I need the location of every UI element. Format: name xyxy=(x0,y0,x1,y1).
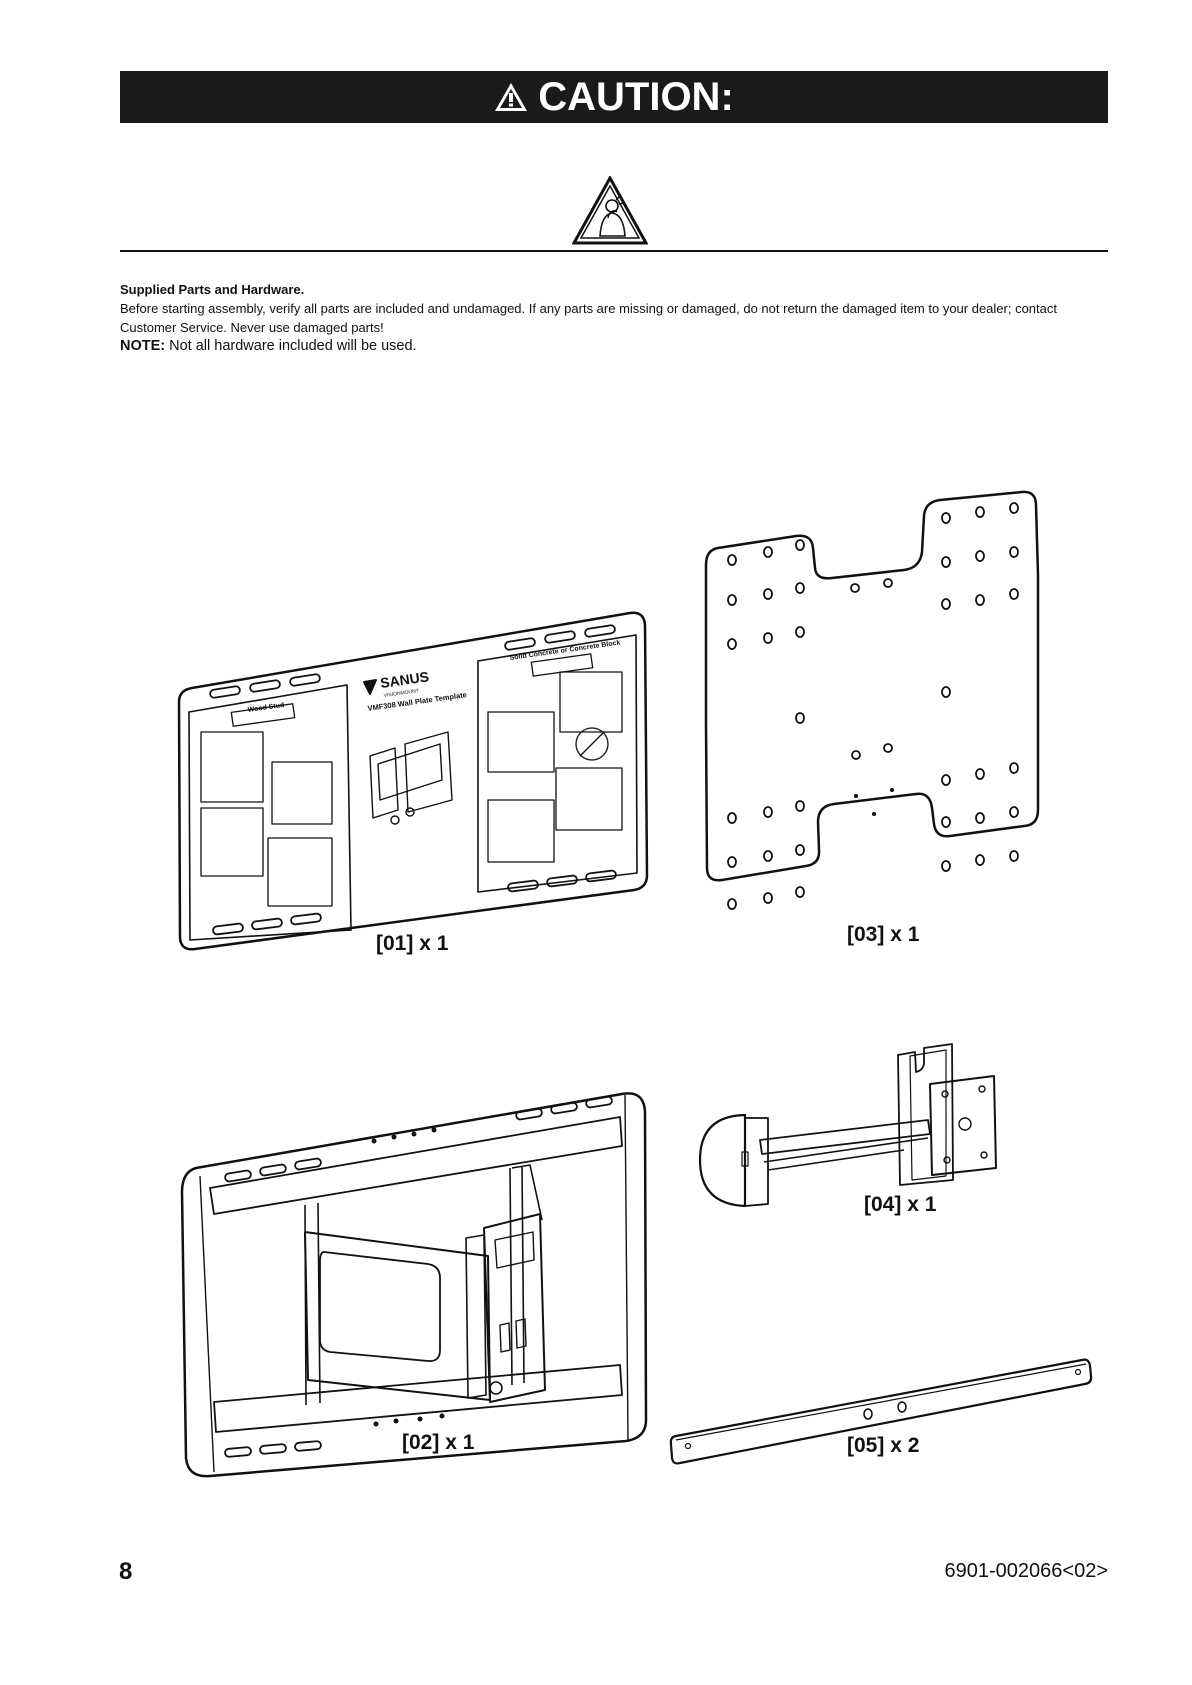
part-05-bar-drawing xyxy=(669,1358,1093,1465)
part-label-01: [01] x 1 xyxy=(376,932,448,956)
intro-body: Before starting assembly, verify all par… xyxy=(120,301,1057,335)
part-id: [01] xyxy=(376,932,414,955)
part-04-arm-drawing xyxy=(698,1043,997,1208)
caution-title: CAUTION: xyxy=(538,74,734,119)
person-hazard-icon xyxy=(572,176,648,245)
part-id: [02] xyxy=(402,1431,440,1454)
template-wood-heading: Wood Stud xyxy=(247,702,284,714)
warning-triangle-icon xyxy=(495,83,528,111)
template-brand-sub: VISIONMOUNT xyxy=(383,688,419,699)
note-text: Not all hardware included will be used. xyxy=(165,338,417,354)
part-01-template-drawing: SANUS VISIONMOUNT VMF308 Wall Plate Temp… xyxy=(177,611,649,951)
part-03-plate-drawing xyxy=(704,490,1040,910)
intro-block: Supplied Parts and Hardware. Before star… xyxy=(120,280,1110,356)
part-id: [03] xyxy=(847,923,885,946)
part-label-04: [04] x 1 xyxy=(864,1193,936,1217)
caution-banner: CAUTION: xyxy=(120,71,1108,123)
section-divider xyxy=(120,250,1108,252)
part-02-wallplate-drawing xyxy=(180,1092,648,1478)
part-id: [04] xyxy=(864,1193,902,1216)
part-qty: x 1 xyxy=(439,1431,475,1454)
part-qty: x 1 xyxy=(901,1193,937,1216)
part-label-02: [02] x 1 xyxy=(402,1431,474,1455)
intro-note: NOTE: Not all hardware included will be … xyxy=(120,337,1110,356)
part-id: [05] xyxy=(847,1434,885,1457)
part-qty: x 1 xyxy=(413,932,449,955)
part-qty: x 1 xyxy=(884,923,920,946)
intro-heading: Supplied Parts and Hardware. xyxy=(120,282,305,297)
page-number: 8 xyxy=(119,1558,133,1585)
document-code: 6901-002066<02> xyxy=(944,1560,1109,1582)
note-label: NOTE: xyxy=(120,338,166,354)
template-concrete-heading: Solid Concrete or Concrete Block xyxy=(509,639,621,661)
part-label-05: [05] x 2 xyxy=(847,1434,919,1458)
part-qty: x 2 xyxy=(884,1434,920,1457)
template-brand: SANUS xyxy=(379,668,430,691)
part-label-03: [03] x 1 xyxy=(847,923,919,947)
